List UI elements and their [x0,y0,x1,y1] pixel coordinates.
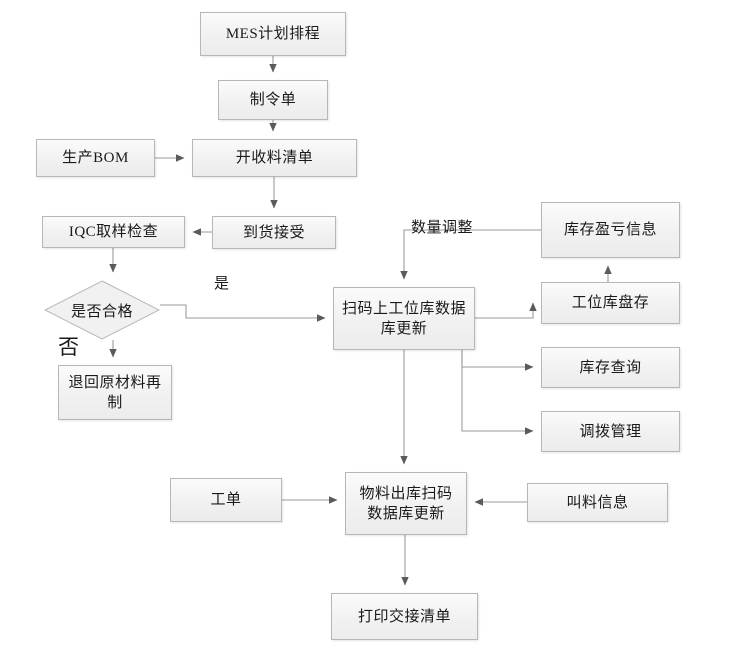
node-goods-receipt-label: 到货接受 [242,224,305,241]
node-print-handover[interactable]: 打印交接清单 [331,593,478,640]
node-work-order-label: 工单 [210,492,242,508]
edge-scan-to-stocktake [475,302,537,319]
node-production-bom[interactable]: 生产BOM [36,139,155,177]
edge-label-quantity-adjust: 数量调整 [411,220,474,236]
node-inventory-gain-loss-label: 库存盈亏信息 [563,222,657,238]
node-iqc-check-label: IQC取样检查 [68,224,159,240]
node-station-stocktake-label: 工位库盘存 [571,295,650,311]
node-return-rework[interactable]: 退回原材料再 制 [58,365,172,420]
node-material-out-scan[interactable]: 物料出库扫码 数据库更新 [345,472,467,535]
node-material-call-info[interactable]: 叫料信息 [527,483,668,522]
node-mes-plan[interactable]: MES计划排程 [200,12,346,56]
node-qualified-decision-label: 是否合格 [70,303,133,320]
node-inventory-query[interactable]: 库存查询 [541,347,680,388]
node-scan-station-db-label: 扫码上工位库数据 库更新 [341,300,466,337]
edge-label-yes: 是 [214,276,230,292]
node-transfer-management-label: 调拨管理 [579,423,642,440]
node-goods-receipt[interactable]: 到货接受 [212,216,336,249]
node-mes-plan-label: MES计划排程 [225,26,321,42]
node-receipt-list[interactable]: 开收料清单 [192,139,357,177]
edge-label-no: 否 [58,335,80,359]
node-scan-station-db[interactable]: 扫码上工位库数据 库更新 [333,287,475,350]
node-inventory-query-label: 库存查询 [579,359,642,376]
node-receipt-list-label: 开收料清单 [235,150,314,166]
node-print-handover-label: 打印交接清单 [357,608,451,625]
edge-scan-to-query [461,350,534,371]
node-work-order[interactable]: 工单 [170,478,282,522]
edge-scan-to-transfer [461,350,534,435]
node-material-out-scan-label: 物料出库扫码 数据库更新 [359,485,453,522]
node-transfer-management[interactable]: 调拨管理 [541,411,680,452]
node-work-order-doc-label: 制令单 [249,92,297,108]
diamond-shape [44,280,160,340]
node-return-rework-label: 退回原材料再 制 [68,374,162,411]
node-station-stocktake[interactable]: 工位库盘存 [541,282,680,324]
edge-decision-yes-to-scan [160,304,326,322]
node-inventory-gain-loss[interactable]: 库存盈亏信息 [541,202,680,258]
node-material-call-info-label: 叫料信息 [566,494,629,511]
node-work-order-doc[interactable]: 制令单 [218,80,328,120]
node-production-bom-label: 生产BOM [62,150,129,166]
node-iqc-check[interactable]: IQC取样检查 [42,216,185,248]
node-qualified-decision[interactable]: 是否合格 [44,280,160,340]
edge-gainloss-to-scan [400,229,541,280]
